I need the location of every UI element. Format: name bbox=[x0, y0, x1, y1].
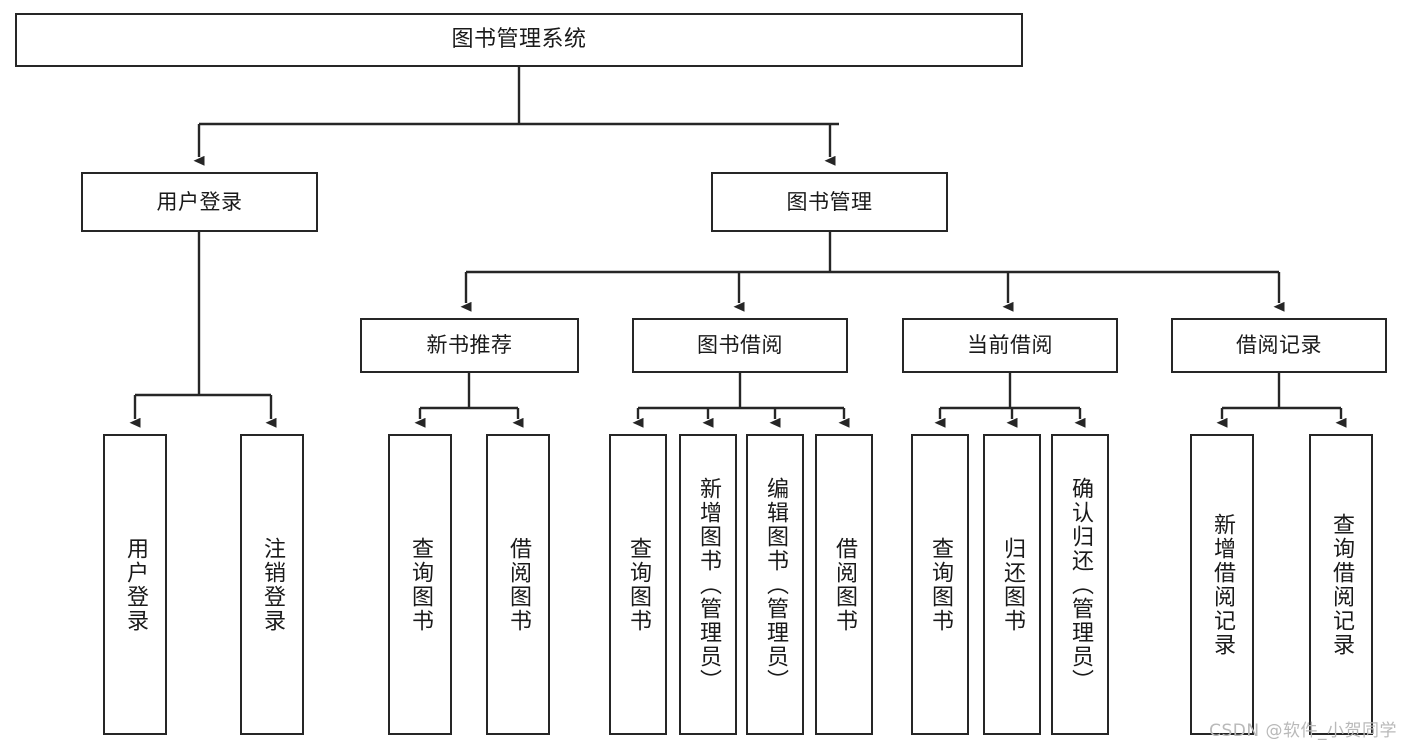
node-leaf-add-book-label: 新增图书（管理员） bbox=[696, 476, 721, 693]
node-leaf-borrow-book-1-label: 借阅图书 bbox=[506, 536, 531, 633]
node-leaf-query-record-label: 查询借阅记录 bbox=[1329, 512, 1354, 657]
node-book-manage[interactable]: 图书管理 bbox=[711, 172, 948, 232]
node-new-book-rec-label: 新书推荐 bbox=[426, 333, 513, 358]
node-leaf-add-record[interactable]: 新增借阅记录 bbox=[1190, 434, 1254, 735]
node-leaf-query-book-1[interactable]: 查询图书 bbox=[388, 434, 452, 735]
node-leaf-query-book-2[interactable]: 查询图书 bbox=[609, 434, 667, 735]
node-leaf-logout[interactable]: 注销登录 bbox=[240, 434, 304, 735]
node-leaf-logout-label: 注销登录 bbox=[260, 536, 285, 633]
node-leaf-user-login-label: 用户登录 bbox=[123, 536, 148, 633]
node-leaf-query-book-1-label: 查询图书 bbox=[408, 536, 433, 633]
node-leaf-edit-book-label: 编辑图书（管理员） bbox=[763, 476, 788, 693]
node-root[interactable]: 图书管理系统 bbox=[15, 13, 1023, 67]
node-user-login[interactable]: 用户登录 bbox=[81, 172, 318, 232]
node-borrow-record-label: 借阅记录 bbox=[1236, 333, 1322, 358]
node-book-borrow[interactable]: 图书借阅 bbox=[632, 318, 848, 373]
node-leaf-query-book-3[interactable]: 查询图书 bbox=[911, 434, 969, 735]
node-leaf-query-book-3-label: 查询图书 bbox=[928, 536, 953, 633]
node-leaf-edit-book[interactable]: 编辑图书（管理员） bbox=[746, 434, 804, 735]
node-leaf-return-book[interactable]: 归还图书 bbox=[983, 434, 1041, 735]
node-book-manage-label: 图书管理 bbox=[786, 189, 873, 214]
node-root-label: 图书管理系统 bbox=[451, 27, 587, 53]
node-leaf-confirm-return[interactable]: 确认归还（管理员） bbox=[1051, 434, 1109, 735]
node-leaf-query-book-2-label: 查询图书 bbox=[626, 536, 651, 633]
node-current-borrow-label: 当前借阅 bbox=[967, 333, 1053, 358]
node-new-book-rec[interactable]: 新书推荐 bbox=[360, 318, 579, 373]
node-leaf-add-record-label: 新增借阅记录 bbox=[1210, 512, 1235, 657]
node-leaf-borrow-book-2[interactable]: 借阅图书 bbox=[815, 434, 873, 735]
node-leaf-confirm-return-label: 确认归还（管理员） bbox=[1068, 476, 1093, 693]
node-leaf-borrow-book-2-label: 借阅图书 bbox=[832, 536, 857, 633]
node-leaf-query-record[interactable]: 查询借阅记录 bbox=[1309, 434, 1373, 735]
node-leaf-return-book-label: 归还图书 bbox=[1000, 536, 1025, 633]
node-borrow-record[interactable]: 借阅记录 bbox=[1171, 318, 1387, 373]
node-leaf-borrow-book-1[interactable]: 借阅图书 bbox=[486, 434, 550, 735]
node-user-login-label: 用户登录 bbox=[156, 189, 243, 214]
node-leaf-user-login[interactable]: 用户登录 bbox=[103, 434, 167, 735]
node-current-borrow[interactable]: 当前借阅 bbox=[902, 318, 1118, 373]
node-leaf-add-book[interactable]: 新增图书（管理员） bbox=[679, 434, 737, 735]
watermark-text: CSDN @软件_小贺同学 bbox=[1209, 721, 1397, 741]
node-book-borrow-label: 图书借阅 bbox=[697, 333, 783, 358]
